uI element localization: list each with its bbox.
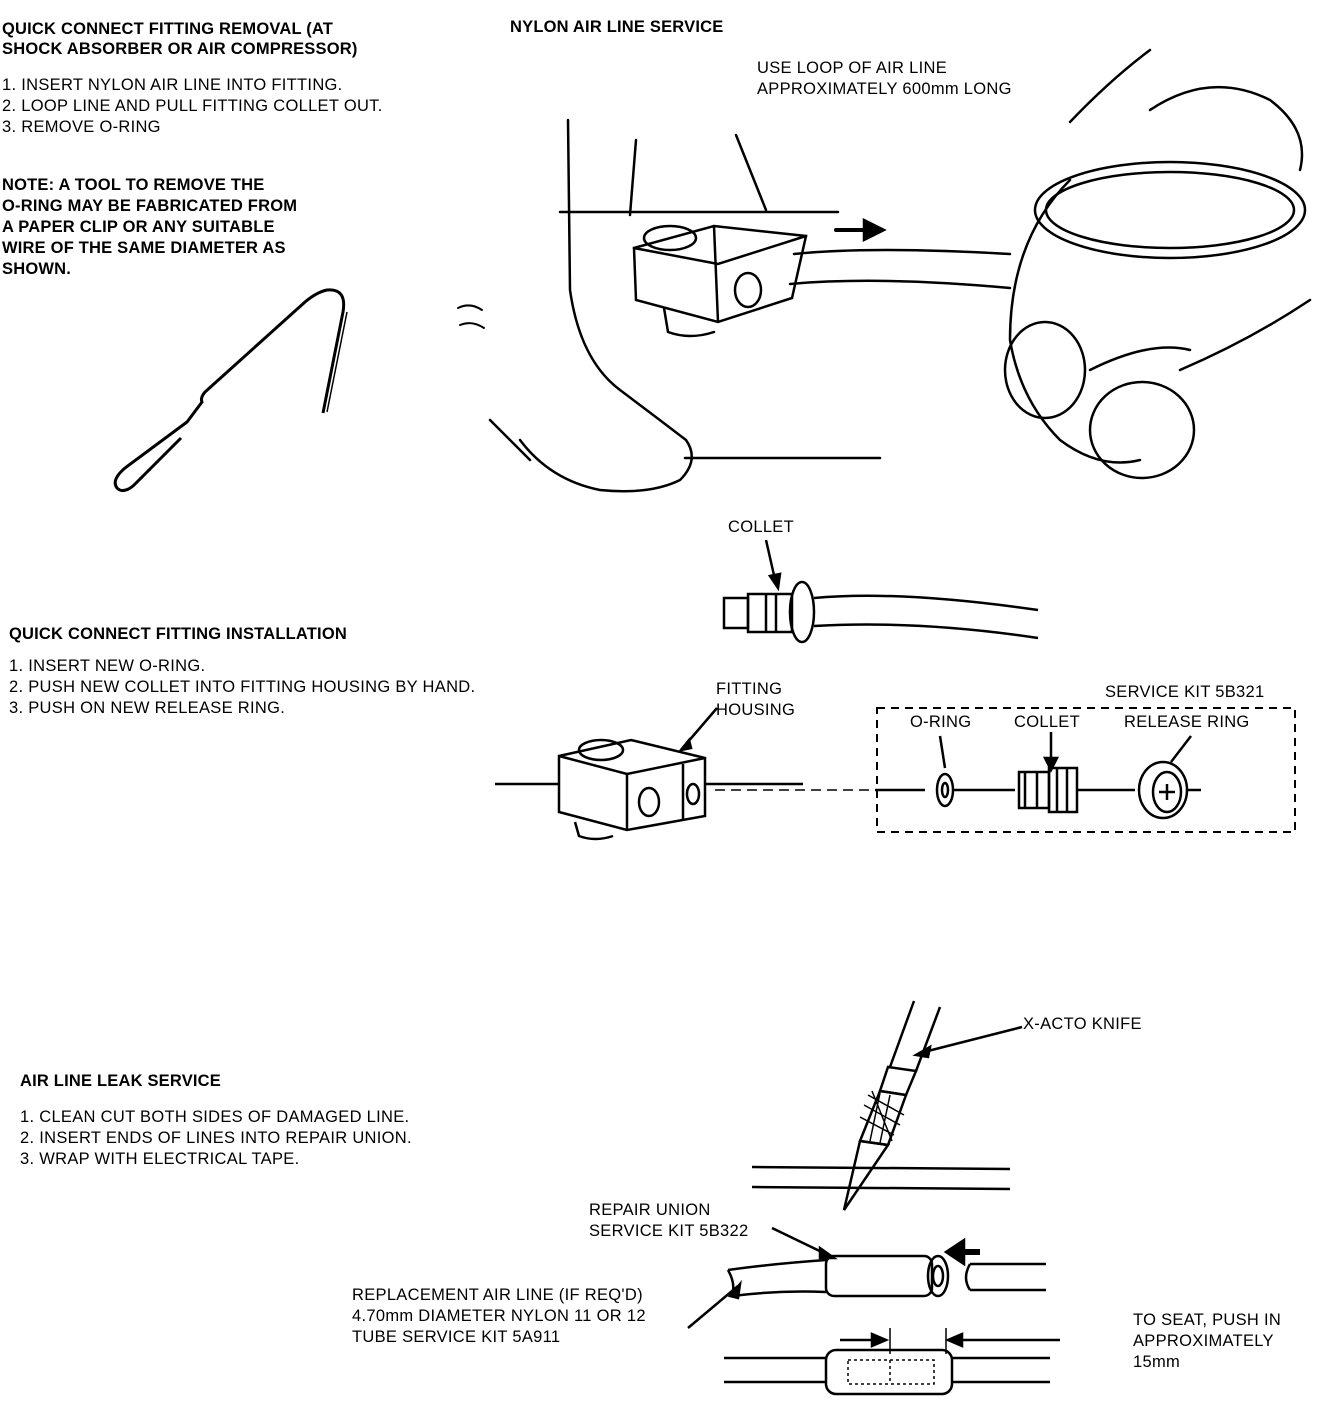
release-ring-label: RELEASE RING (1124, 713, 1250, 731)
replacement-line-label-1: REPLACEMENT AIR LINE (IF REQ'D) (352, 1286, 643, 1304)
note-line-5: SHOWN. (2, 260, 72, 278)
installation-step-2: 2. PUSH NEW COLLET INTO FITTING HOUSING … (9, 678, 476, 696)
service-kit-5b322-label: SERVICE KIT 5B322 (589, 1222, 749, 1240)
service-kit-5b321-label: SERVICE KIT 5B321 (1105, 683, 1265, 701)
removal-heading-line-2: SHOCK ABSORBER OR AIR COMPRESSOR) (2, 40, 358, 58)
leak-service-heading: AIR LINE LEAK SERVICE (20, 1072, 222, 1090)
loop-label-line-1: USE LOOP OF AIR LINE (757, 59, 948, 77)
leak-step-2: 2. INSERT ENDS OF LINES INTO REPAIR UNIO… (20, 1129, 412, 1147)
installation-step-3: 3. PUSH ON NEW RELEASE RING. (9, 699, 286, 717)
repair-union-drawing (680, 1220, 1060, 1400)
replacement-line-label-2: 4.70mm DIAMETER NYLON 11 OR 12 (352, 1307, 646, 1325)
note-line-3: A PAPER CLIP OR ANY SUITABLE (2, 218, 275, 236)
o-ring-label: O-RING (910, 713, 972, 731)
note-line-4: WIRE OF THE SAME DIAMETER AS (2, 239, 286, 257)
leak-step-3: 3. WRAP WITH ELECTRICAL TAPE. (20, 1150, 300, 1168)
removal-step-3: 3. REMOVE O-RING (2, 118, 161, 136)
removal-step-2: 2. LOOP LINE AND PULL FITTING COLLET OUT… (2, 97, 383, 115)
fitting-label: FITTING (716, 680, 783, 698)
x-acto-knife-drawing (740, 995, 1030, 1220)
installation-heading: QUICK CONNECT FITTING INSTALLATION (9, 625, 347, 643)
replacement-line-label-3: TUBE SERVICE KIT 5A911 (352, 1328, 561, 1346)
housing-label: HOUSING (716, 701, 796, 719)
removal-heading-line-1: QUICK CONNECT FITTING REMOVAL (AT (2, 20, 334, 38)
installation-step-1: 1. INSERT NEW O-RING. (9, 657, 206, 675)
loop-label-line-2: APPROXIMATELY 600mm LONG (757, 80, 1012, 98)
collet-label: COLLET (728, 518, 794, 536)
hand-pulling-collet-drawing (450, 40, 1320, 510)
kit-collet-label: COLLET (1014, 713, 1080, 731)
nylon-service-heading: NYLON AIR LINE SERVICE (510, 18, 724, 36)
note-line-1: NOTE: A TOOL TO REMOVE THE (2, 176, 265, 194)
note-line-2: O-RING MAY BE FABRICATED FROM (2, 197, 298, 215)
seat-label-line-1: TO SEAT, PUSH IN (1133, 1311, 1282, 1329)
repair-union-label: REPAIR UNION (589, 1201, 711, 1219)
paper-clip-tool-drawing (105, 280, 355, 500)
x-acto-knife-label: X-ACTO KNIFE (1023, 1015, 1142, 1033)
seat-label-line-2: APPROXIMATELY (1133, 1332, 1274, 1350)
seat-label-line-3: 15mm (1133, 1353, 1181, 1371)
removal-step-1: 1. INSERT NYLON AIR LINE INTO FITTING. (2, 76, 343, 94)
collet-detail-drawing (718, 540, 1048, 650)
leak-step-1: 1. CLEAN CUT BOTH SIDES OF DAMAGED LINE. (20, 1108, 410, 1126)
fitting-and-service-kit-drawing (495, 700, 1305, 850)
